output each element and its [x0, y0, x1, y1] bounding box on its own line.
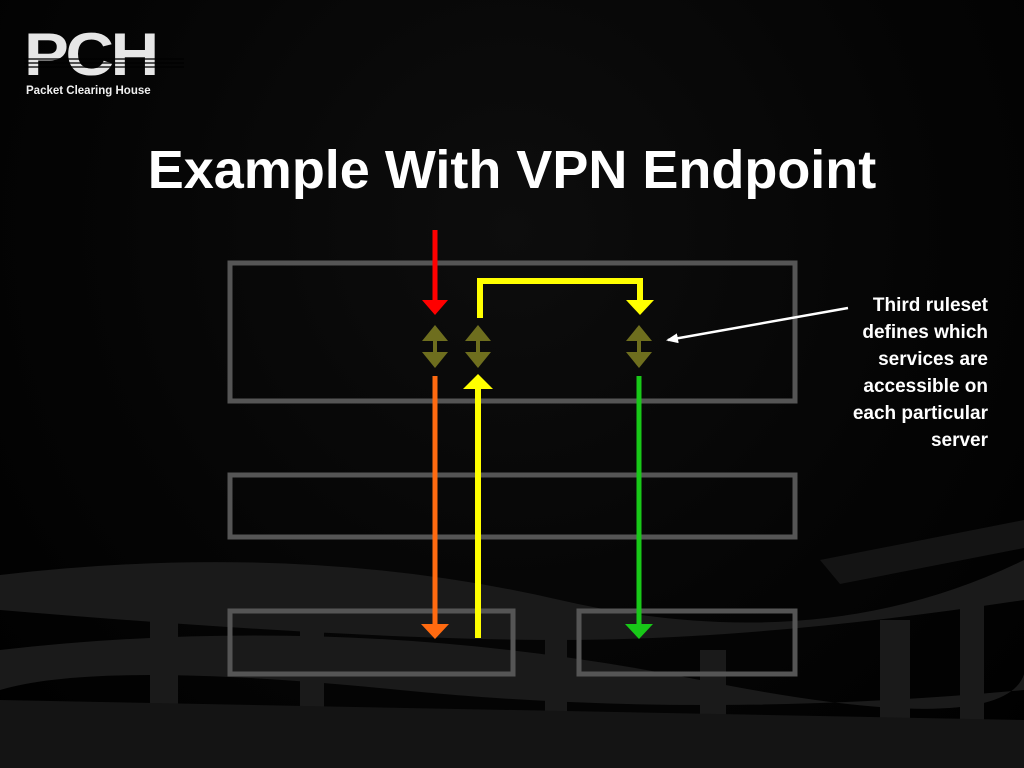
logo-letters: PCH [24, 21, 159, 88]
yellow-loop-arrow [477, 278, 654, 318]
callout-annotation: Third ruleset defines which services are… [852, 295, 988, 451]
olive-double-arrow-icon [422, 325, 448, 368]
olive-double-arrow-icon [626, 325, 652, 368]
slide-title: Example With VPN Endpoint [147, 140, 877, 200]
olive-double-arrow-icon [465, 325, 491, 368]
bottom-right-server-box [576, 608, 798, 677]
pch-logo: PCH Packet Clearing House [24, 22, 184, 102]
yellow-up-arrow [463, 374, 493, 638]
middle-router-box [227, 472, 798, 540]
top-firewall-box [227, 260, 798, 404]
logo-stripes [24, 58, 184, 70]
orange-down-arrow [421, 376, 449, 639]
logo-subtitle: Packet Clearing House [26, 85, 151, 97]
green-down-arrow [625, 376, 653, 639]
white-callout-arrow-icon [666, 306, 849, 344]
red-incoming-arrow [422, 230, 448, 315]
bottom-left-server-box [227, 608, 516, 677]
